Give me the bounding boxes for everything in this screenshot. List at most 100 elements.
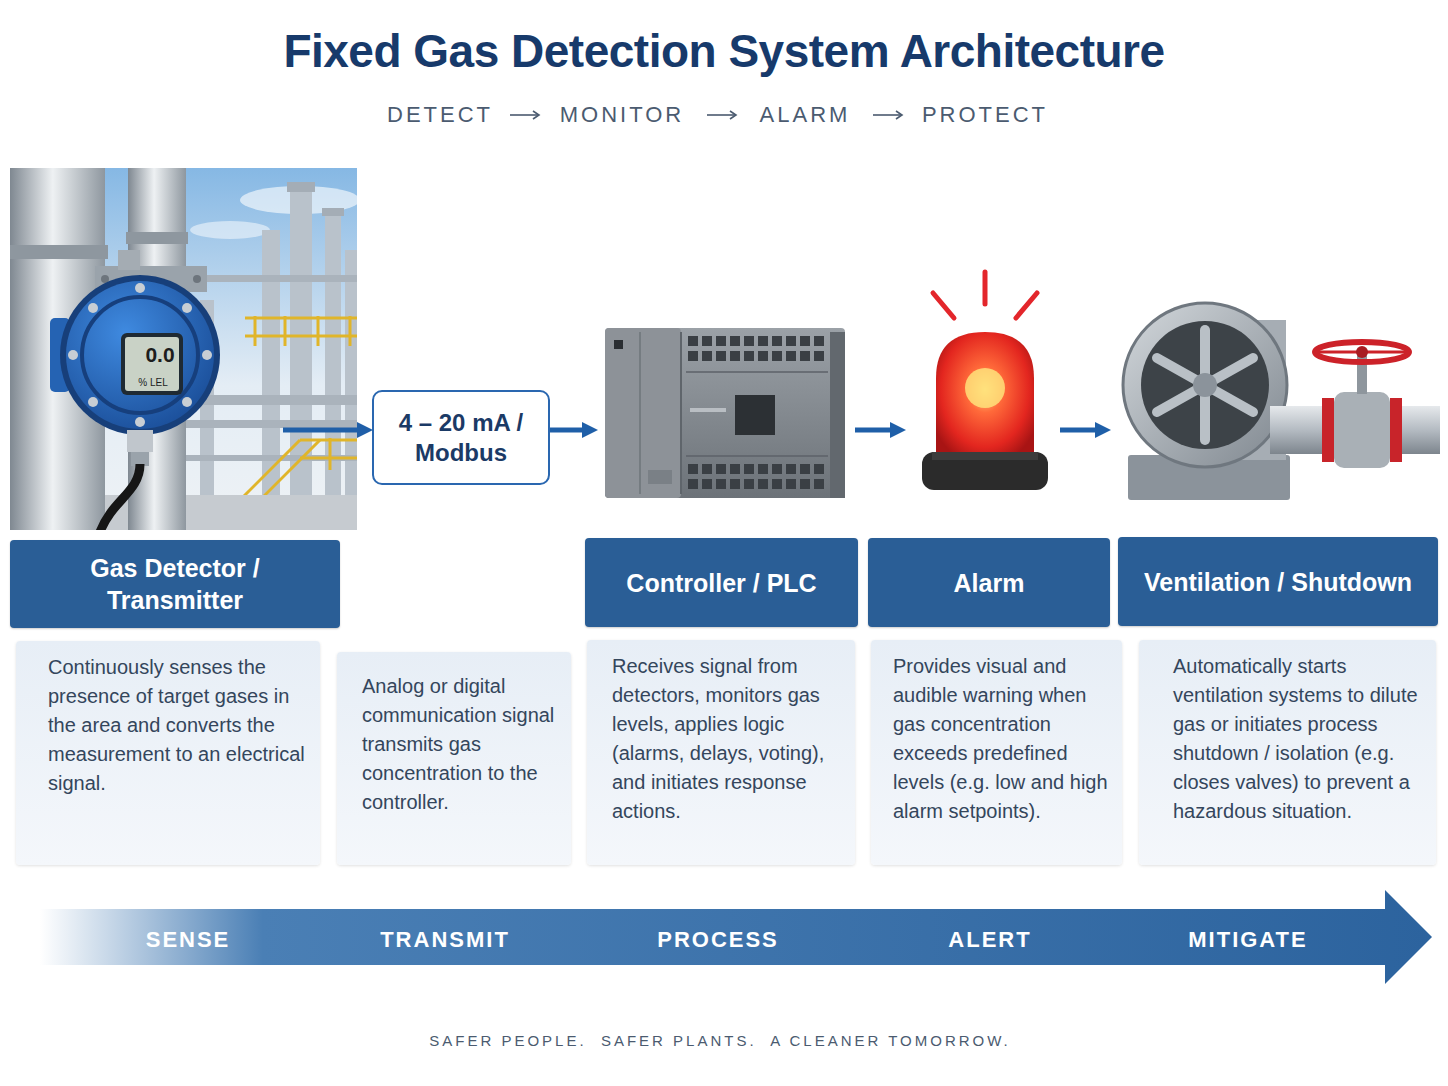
detector-photo-part bbox=[121, 333, 183, 395]
plc-controller-part-part bbox=[786, 479, 796, 489]
detector-photo-part-part bbox=[254, 316, 257, 346]
plc-controller-part-part bbox=[786, 336, 796, 346]
detector-photo-part-part bbox=[345, 250, 357, 530]
plc-controller-part-part bbox=[730, 479, 740, 489]
plc-controller-part-part bbox=[800, 336, 810, 346]
detector-photo-part bbox=[10, 245, 108, 259]
detector-photo-part-part bbox=[88, 397, 98, 407]
heading-band: Alarm bbox=[868, 538, 1110, 627]
ventilation-fan-valve-part bbox=[1390, 398, 1402, 462]
plc-controller-part bbox=[639, 332, 641, 494]
detector-photo-part bbox=[68, 283, 212, 427]
detector-photo-part bbox=[322, 208, 344, 216]
detector-photo-part-part bbox=[185, 275, 357, 282]
subtitle-arrows-part bbox=[510, 114, 539, 116]
detector-photo-part bbox=[200, 190, 357, 530]
detector-photo-part bbox=[287, 182, 315, 192]
flow-stage: ALERT bbox=[948, 929, 1031, 951]
alarm-beacon-part bbox=[922, 452, 1048, 490]
signal-box: 4 – 20 mA / Modbus bbox=[372, 390, 550, 485]
heading-band: Ventilation / Shutdown bbox=[1118, 537, 1438, 626]
heading-band: Gas Detector / Transmitter bbox=[10, 540, 340, 628]
heading-band: Controller / PLC bbox=[585, 538, 858, 627]
detector-photo-part-part bbox=[245, 335, 357, 338]
flow-band-part bbox=[40, 890, 1432, 984]
ventilation-fan-valve bbox=[1123, 303, 1440, 500]
description-text: Analog or digital communication signal t… bbox=[362, 672, 567, 817]
plc-controller bbox=[605, 328, 845, 498]
flow-stage: MITIGATE bbox=[1188, 929, 1307, 951]
ventilation-fan-valve-part bbox=[1193, 373, 1217, 397]
subtitle-arrows-part bbox=[730, 111, 736, 119]
alarm-beacon-part bbox=[933, 272, 1037, 318]
detector-photo-part bbox=[215, 316, 357, 525]
plc-controller-part-part bbox=[772, 479, 782, 489]
plc-controller-part bbox=[735, 395, 775, 435]
plc-controller-part-part bbox=[800, 351, 810, 361]
flow-stage: SENSE bbox=[146, 929, 231, 951]
detector-photo-part-part bbox=[284, 316, 287, 346]
flow-arrow bbox=[283, 428, 357, 433]
alarm-beacon-part-part bbox=[1016, 293, 1037, 318]
ventilation-fan-valve-part bbox=[1157, 330, 1253, 440]
detector-photo bbox=[10, 168, 357, 530]
detector-photo-part bbox=[127, 430, 153, 452]
plc-controller-part-part bbox=[814, 336, 824, 346]
description-text: Provides visual and audible warning when… bbox=[893, 652, 1117, 826]
plc-controller-part bbox=[605, 328, 681, 498]
detector-photo-part-part bbox=[349, 316, 352, 346]
subtitle-arrows-part bbox=[533, 111, 539, 119]
subtitle-arrows-part bbox=[873, 114, 902, 116]
detector-photo-part-part bbox=[202, 350, 212, 360]
ventilation-fan-valve-part bbox=[1315, 342, 1409, 362]
flow-arrow bbox=[1060, 428, 1095, 433]
plc-controller-part-part bbox=[716, 479, 726, 489]
subtitle-step: PROTECT bbox=[922, 104, 1048, 126]
plc-controller-part-part bbox=[688, 479, 698, 489]
detector-photo-part bbox=[100, 464, 140, 530]
plc-controller-part-part bbox=[688, 351, 698, 361]
plc-controller-part-part bbox=[758, 464, 768, 474]
subtitle-step: DETECT bbox=[387, 104, 493, 126]
plc-controller-part-part bbox=[786, 351, 796, 361]
detector-photo-part-part bbox=[245, 317, 357, 320]
detector-photo-part-part bbox=[68, 350, 78, 360]
detector-photo-part bbox=[118, 250, 140, 270]
detector-photo-part bbox=[193, 275, 201, 283]
plc-controller-part-part bbox=[744, 351, 754, 361]
plc-controller-part-part bbox=[702, 479, 712, 489]
plc-controller-part-part bbox=[800, 464, 810, 474]
plc-controller-part-part bbox=[814, 464, 824, 474]
plc-controller-part-part bbox=[744, 464, 754, 474]
plc-controller-part-part bbox=[716, 464, 726, 474]
display-readout: % LEL bbox=[138, 378, 167, 388]
ventilation-fan-valve-part bbox=[1334, 392, 1390, 468]
plc-controller-part-part bbox=[716, 336, 726, 346]
detector-photo-part-part bbox=[182, 397, 192, 407]
detector-photo-part bbox=[131, 452, 149, 466]
plc-controller-part-part bbox=[786, 464, 796, 474]
alarm-beacon-part bbox=[932, 452, 1038, 460]
plc-controller-part-part bbox=[772, 351, 782, 361]
flow-band bbox=[40, 890, 1432, 984]
alarm-beacon bbox=[922, 272, 1048, 490]
plc-controller-part bbox=[686, 371, 828, 373]
plc-controller-part-part bbox=[702, 351, 712, 361]
detector-photo-part-part bbox=[317, 316, 320, 346]
detector-photo-part bbox=[190, 221, 270, 239]
plc-controller-part-part bbox=[800, 479, 810, 489]
plc-controller-part bbox=[605, 328, 845, 498]
ventilation-fan-valve-part bbox=[1357, 352, 1367, 394]
detector-photo-part-part bbox=[290, 190, 312, 530]
flow-stage: TRANSMIT bbox=[380, 929, 510, 951]
flow-stage: PROCESS bbox=[657, 929, 779, 951]
plc-controller-part bbox=[690, 408, 726, 412]
flow-arrow bbox=[855, 428, 890, 433]
detector-photo-part-part bbox=[88, 303, 98, 313]
plc-controller-part bbox=[614, 340, 623, 349]
description-text: Automatically starts ventilation systems… bbox=[1173, 652, 1431, 826]
plc-controller-part bbox=[688, 336, 824, 489]
alarm-beacon-part bbox=[936, 332, 1034, 460]
description-box: Provides visual and audible warning when… bbox=[871, 640, 1122, 865]
